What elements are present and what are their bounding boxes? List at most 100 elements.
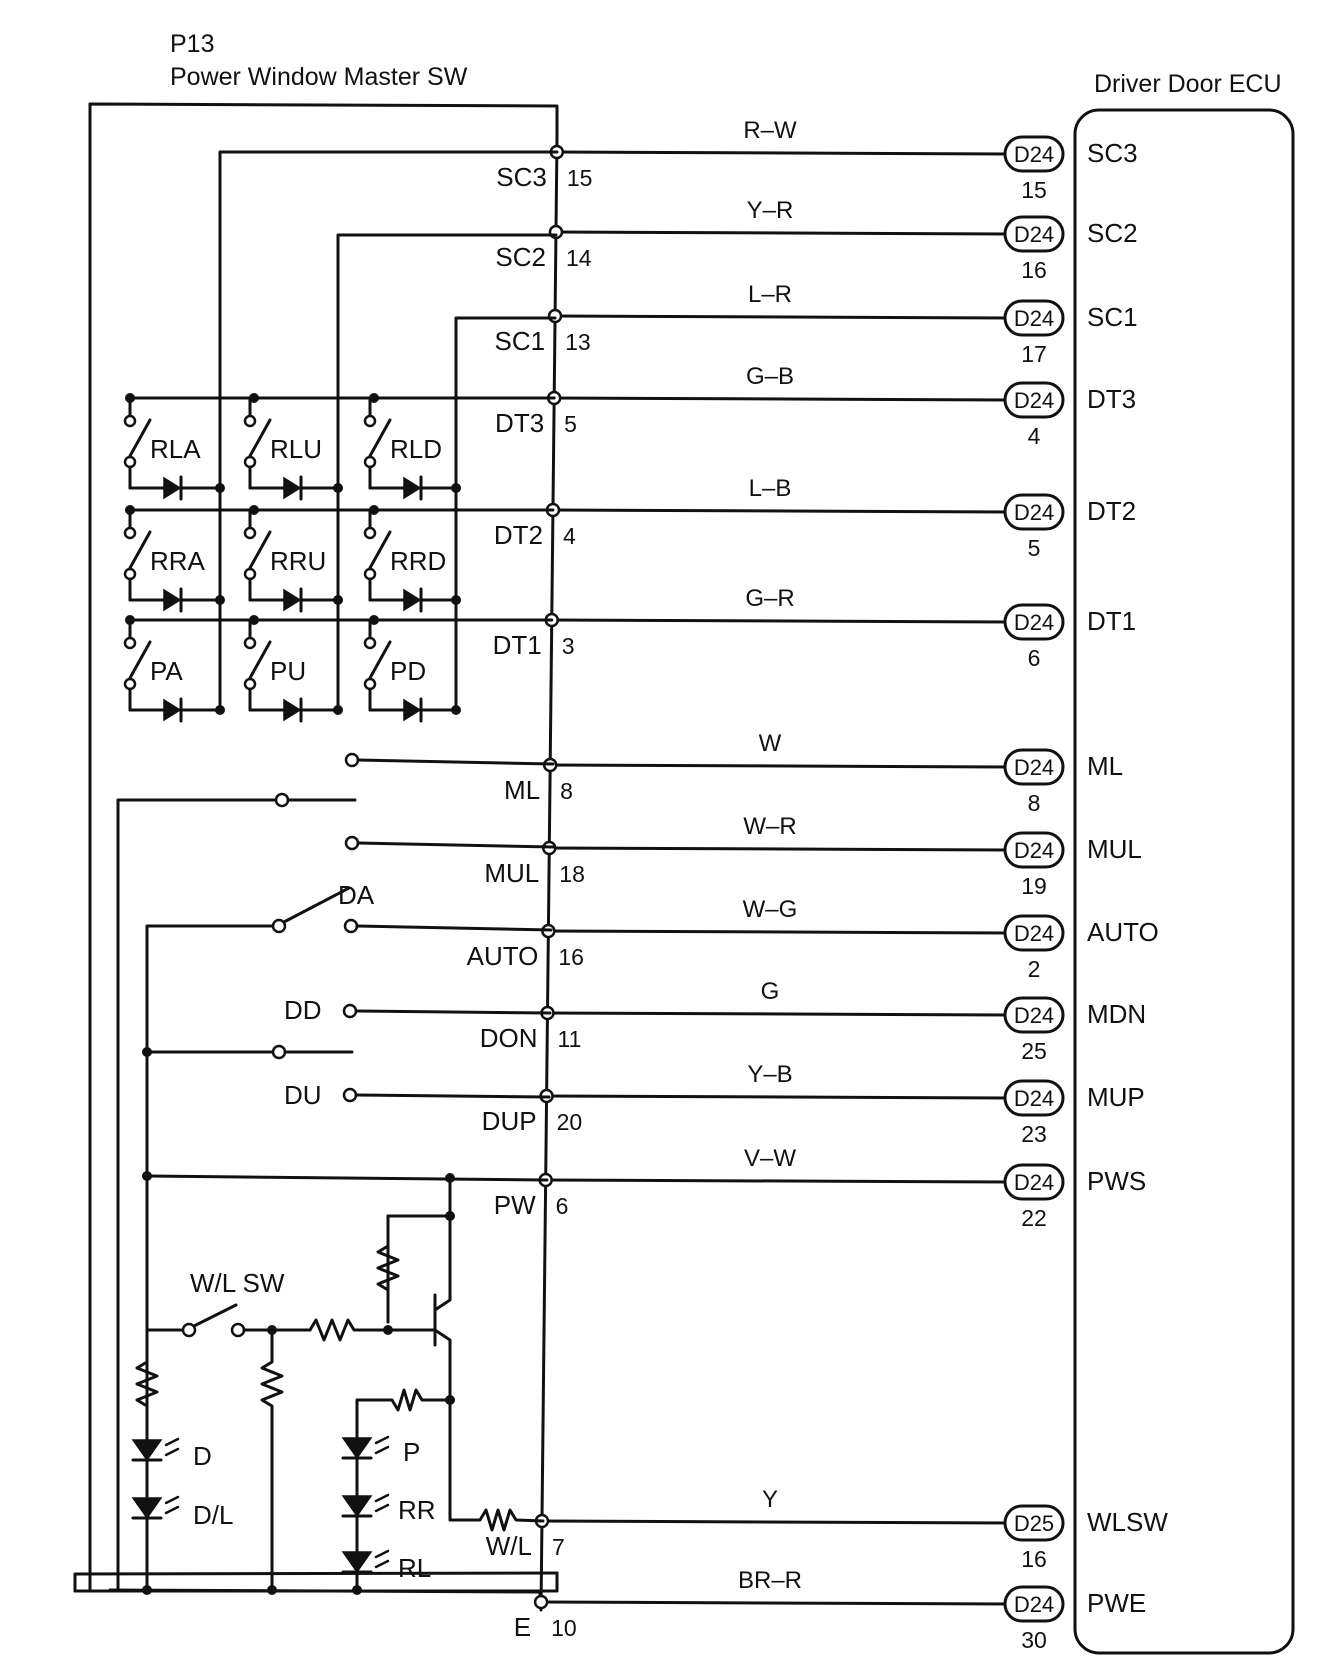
ecu-title: Driver Door ECU <box>1094 70 1282 98</box>
connector-code: D24 <box>1014 306 1054 331</box>
ecu-pin-number: 16 <box>1021 1546 1047 1572</box>
ecu-pin-name: MUL <box>1087 834 1142 864</box>
ecu-pin-name: DT3 <box>1087 384 1136 414</box>
ecu-pin-number: 8 <box>1028 790 1041 816</box>
ecu-pin-number: 5 <box>1028 535 1041 561</box>
connector-pill <box>1003 748 1065 786</box>
connector-code: D24 <box>1014 610 1054 635</box>
connector-pill <box>1003 1079 1065 1117</box>
switch-pin-number: 15 <box>567 165 593 191</box>
connector-pill <box>1003 1585 1065 1623</box>
switch-pin-number: 7 <box>552 1534 565 1560</box>
connector-code: D24 <box>1014 222 1054 247</box>
connector-pill <box>1003 996 1065 1034</box>
led-p: P <box>341 1435 420 1467</box>
ecu-pin-name: ML <box>1087 751 1123 781</box>
bus-tap-node <box>533 1594 549 1610</box>
switch-pin-name: SC1 <box>494 326 545 356</box>
connector-code: D24 <box>1014 1170 1054 1195</box>
window-switch-label: PD <box>390 656 426 686</box>
circuit-row: Y–B DUP 20 D24 23 MUP <box>482 1061 1145 1147</box>
window-switch-label: RLA <box>150 434 201 464</box>
main-bus <box>539 136 559 1612</box>
switch-pin-name: SC2 <box>495 242 546 272</box>
dd-label: DD <box>284 995 322 1025</box>
connector-code: D24 <box>1014 1086 1054 1111</box>
connector-pill <box>1003 603 1065 641</box>
switch-pin-number: 10 <box>551 1615 577 1641</box>
window-switch-label: RRD <box>390 546 446 576</box>
window-switch: PA <box>123 615 225 723</box>
wire-color-label: L–B <box>749 475 792 502</box>
switch-pin-number: 8 <box>560 778 573 804</box>
connector-pill <box>1003 215 1065 253</box>
window-switch-label: RLD <box>390 434 442 464</box>
ecu-pin-name: PWS <box>1087 1166 1146 1196</box>
connector-code: D24 <box>1014 1003 1054 1028</box>
switch-pin-name: DT2 <box>494 520 543 550</box>
wire-color-label: R–W <box>743 117 797 144</box>
switch-pin-number: 14 <box>566 245 592 271</box>
switch-pin-number: 4 <box>563 523 576 549</box>
window-switch-label: RRA <box>150 546 206 576</box>
ecu-pin-number: 23 <box>1021 1121 1047 1147</box>
wire-color-label: Y–B <box>747 1061 792 1088</box>
ecu-pin-name: PWE <box>1087 1588 1146 1618</box>
svg-text:RL: RL <box>398 1553 431 1583</box>
ecu-pin-number: 17 <box>1021 341 1047 367</box>
connector-pill <box>1003 914 1065 952</box>
wire-color-label: G <box>761 978 780 1005</box>
switch-pin-name: SC3 <box>496 162 547 192</box>
led-d: D <box>131 1437 212 1471</box>
ecu-pin-number: 16 <box>1021 257 1047 283</box>
connector-pill <box>1003 493 1065 531</box>
switch-pin-number: 13 <box>565 329 591 355</box>
switch-pin-number: 5 <box>564 411 577 437</box>
switch-pin-number: 11 <box>557 1026 581 1052</box>
window-switch-label: RRU <box>270 546 326 576</box>
window-switch: RLA <box>123 393 225 501</box>
switch-pin-number: 20 <box>557 1109 583 1135</box>
svg-text:P: P <box>403 1437 420 1467</box>
connector-code: D24 <box>1014 1592 1054 1617</box>
bus-tap-node <box>547 308 563 324</box>
connector-code: D24 <box>1014 500 1054 525</box>
connector-pill <box>1003 299 1065 337</box>
connector-pill <box>1003 831 1065 869</box>
ecu-pin-name: DT1 <box>1087 606 1136 636</box>
wire-color-label: G–R <box>745 585 794 612</box>
wire-color-label: W–R <box>743 813 796 840</box>
switch-pin-number: 6 <box>556 1193 569 1219</box>
ecu-pin-number: 6 <box>1028 645 1041 671</box>
switch-pin-name: E <box>514 1612 531 1642</box>
ecu-pin-number: 15 <box>1021 177 1047 203</box>
switch-pin-name: DT3 <box>495 408 544 438</box>
ecu-pin-number: 22 <box>1021 1205 1047 1231</box>
connector-pill <box>1003 1504 1065 1542</box>
da-label: DA <box>338 880 375 910</box>
window-switch: RRU <box>243 505 343 613</box>
switch-title: Power Window Master SW <box>170 63 468 91</box>
switch-pin-name: ML <box>504 775 540 805</box>
connector-code: D24 <box>1014 921 1054 946</box>
switch-pin-number: 3 <box>562 633 575 659</box>
window-switch: RLD <box>363 393 461 501</box>
ecu-pin-number: 19 <box>1021 873 1047 899</box>
switch-pin-name: DUP <box>482 1106 537 1136</box>
wire-color-label: Y <box>762 1486 778 1513</box>
ecu-pin-name: SC2 <box>1087 218 1138 248</box>
ecu-pin-name: MUP <box>1087 1082 1145 1112</box>
connector-code: D24 <box>1014 142 1054 167</box>
ecu-pin-number: 4 <box>1028 423 1041 449</box>
wire-color-label: W–G <box>743 896 798 923</box>
ecu-pin-number: 2 <box>1028 956 1041 982</box>
switch-pin-name: W/L <box>486 1531 532 1561</box>
switch-pin-name: DON <box>480 1023 538 1053</box>
